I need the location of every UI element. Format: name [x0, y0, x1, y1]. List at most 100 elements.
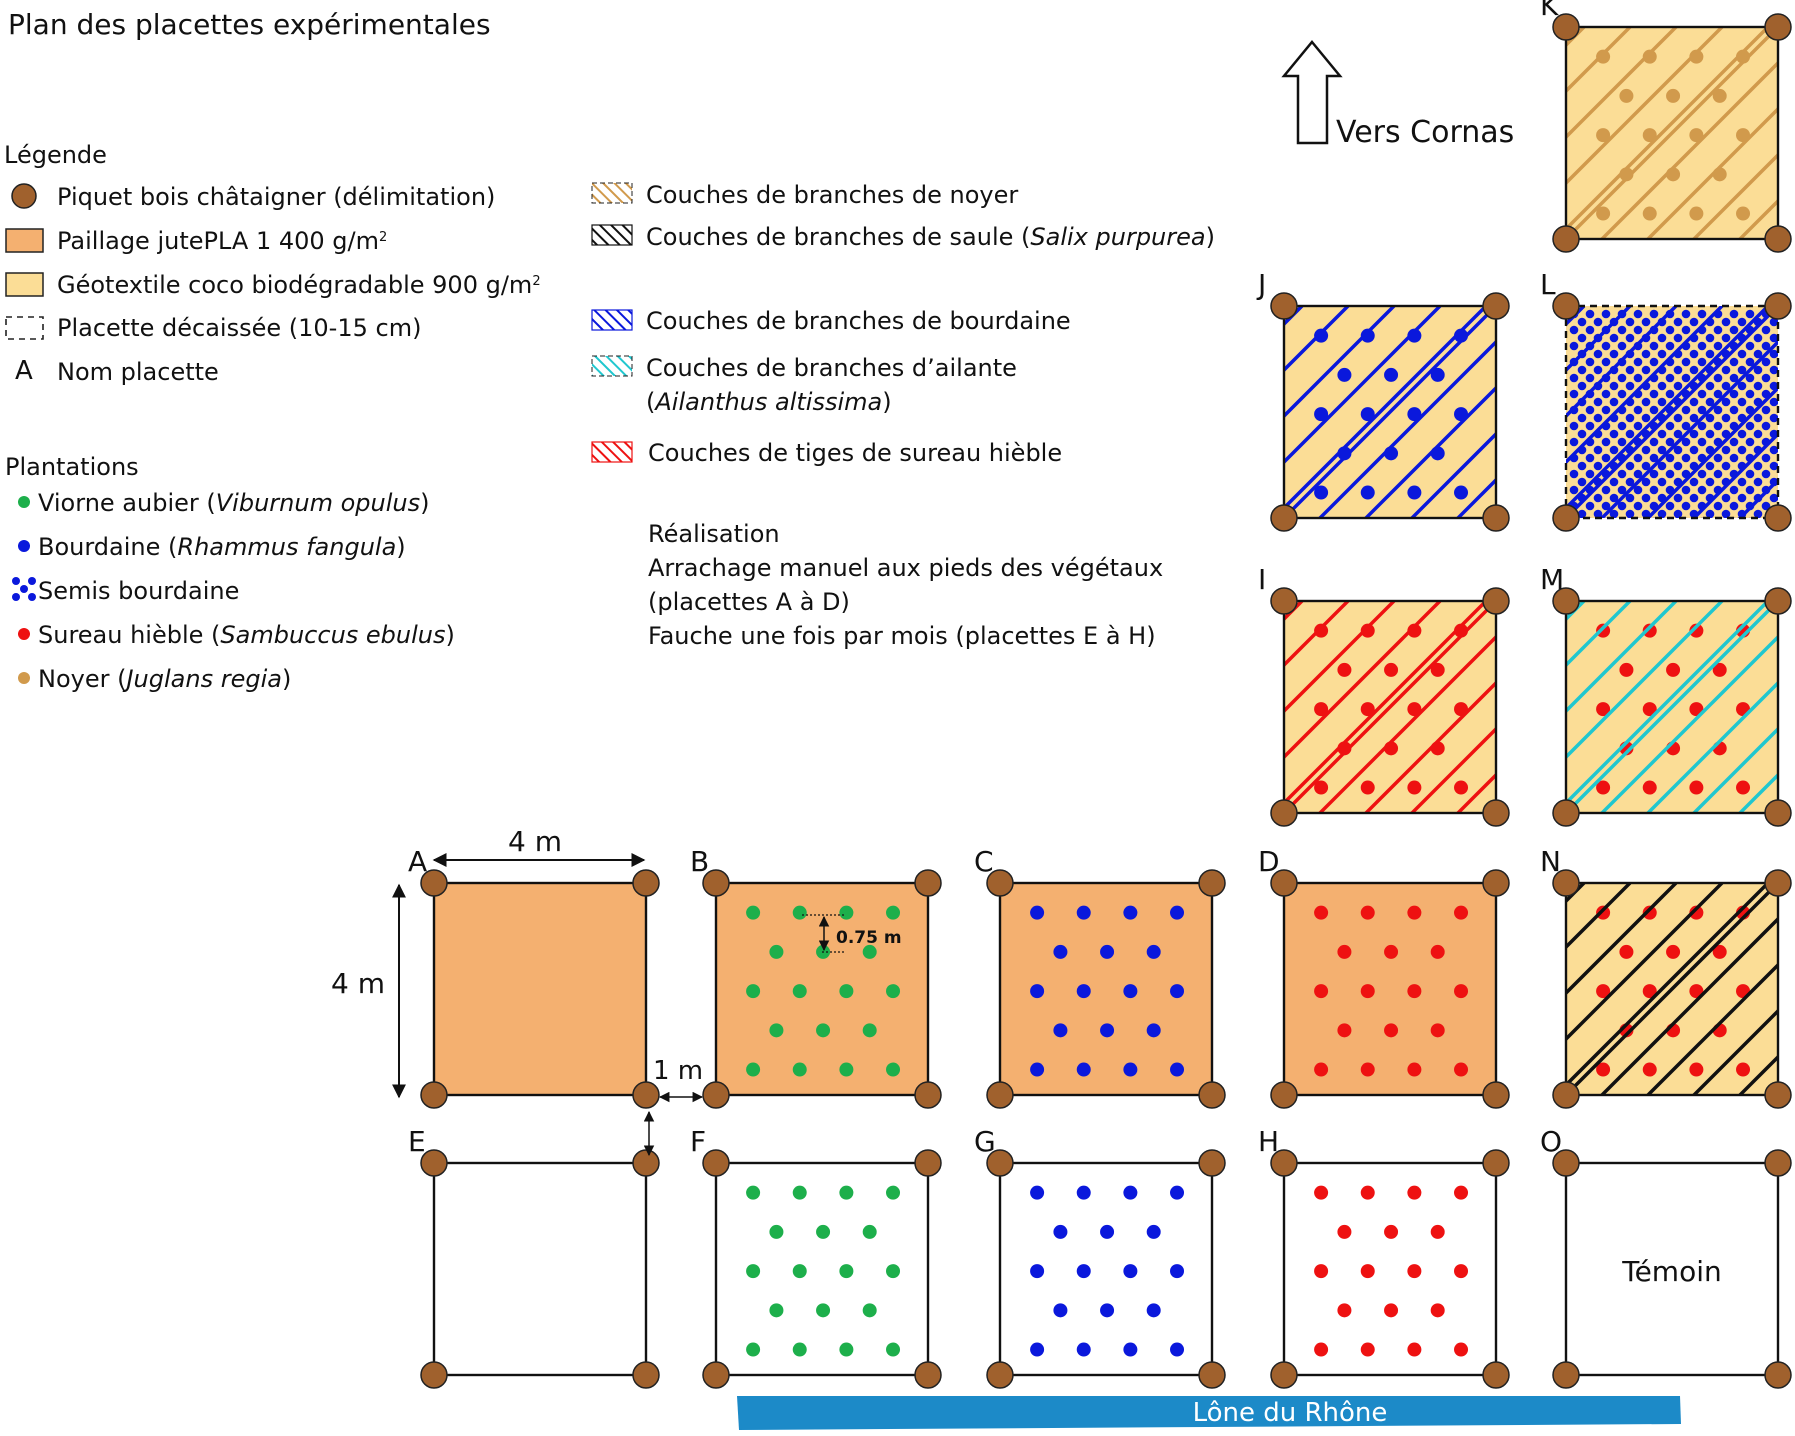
- seed-dot: [1641, 365, 1651, 375]
- plant-dot: [1384, 1303, 1399, 1318]
- plant-dot: [1053, 944, 1068, 959]
- seed-dot: [1633, 309, 1643, 319]
- seed-dot: [1681, 325, 1691, 335]
- ailanthus-hatch-icon: [591, 355, 633, 377]
- seed-dot: [1705, 397, 1715, 407]
- seed-dot: [1737, 397, 1747, 407]
- seed-dot: [1673, 317, 1683, 327]
- seed-dot: [1633, 373, 1643, 383]
- branch-line: [1566, 601, 1678, 714]
- corner-post: [1270, 1149, 1298, 1177]
- branch-ailante-latin: (Ailanthus altissima): [646, 388, 892, 416]
- plot-d: D: [1258, 845, 1510, 1109]
- corner-post: [1552, 869, 1580, 897]
- seed-dot: [1689, 445, 1699, 455]
- legend-item-post: Piquet bois châtaigner (délimitation): [57, 183, 495, 211]
- seed-dot: [1729, 453, 1739, 463]
- plant-dot: [1596, 780, 1611, 795]
- seed-dot: [1729, 389, 1739, 399]
- seed-dot: [1753, 333, 1763, 343]
- seed-dot: [1601, 437, 1611, 447]
- seed-dot: [1609, 493, 1619, 503]
- corner-post: [1552, 799, 1580, 827]
- corner-post: [986, 1081, 1014, 1109]
- dimension-annotations: 4 m 4 m 1 m 0.75 m: [331, 825, 902, 1157]
- plant-dot: [1030, 984, 1045, 999]
- plant-dot: [1736, 780, 1751, 795]
- seed-dot: [1657, 381, 1667, 391]
- north-arrow: Vers Cornas: [1281, 40, 1514, 150]
- plant-dot: [862, 1023, 877, 1038]
- seed-dot: [1625, 365, 1635, 375]
- seed-dot: [1593, 349, 1603, 359]
- seed-dot: [1609, 333, 1619, 343]
- plot-border: [432, 881, 648, 1097]
- plantation-semis: Semis bourdaine: [38, 577, 239, 605]
- seed-dot: [1673, 445, 1683, 455]
- plot-border: [1282, 304, 1498, 520]
- plant-dot: [1736, 1062, 1751, 1077]
- plant-dot: [1619, 88, 1634, 103]
- corner-post: [1552, 587, 1580, 615]
- plant-dot: [886, 1062, 901, 1077]
- plant-dot: [1314, 1185, 1329, 1200]
- green-dot-icon: [18, 496, 30, 508]
- seed-dot: [1761, 453, 1771, 463]
- plant-dot: [1407, 485, 1422, 500]
- seed-dot: [1761, 501, 1771, 511]
- plant-dot: [1642, 1062, 1657, 1077]
- plant-dot: [1454, 984, 1469, 999]
- plant-dot: [886, 1342, 901, 1357]
- elder-hatch-icon: [591, 441, 633, 463]
- corner-post: [1270, 504, 1298, 532]
- seed-dot: [1569, 341, 1579, 351]
- seed-dot: [1617, 437, 1627, 447]
- branch-line: [1599, 634, 1778, 813]
- seed-dot: [1761, 373, 1771, 383]
- plant-dot: [1666, 88, 1681, 103]
- seed-dot: [1721, 317, 1731, 327]
- seed-dot: [1681, 485, 1691, 495]
- seed-dot: [1737, 429, 1747, 439]
- plot-label: E: [408, 1125, 426, 1158]
- plant-dot: [1642, 905, 1657, 920]
- corner-post: [1552, 504, 1580, 532]
- seed-dot: [1569, 389, 1579, 399]
- plant-dot: [1076, 1185, 1091, 1200]
- plant-dot: [1030, 1342, 1045, 1357]
- corner-post: [1552, 1361, 1580, 1389]
- seed-dot: [1569, 421, 1579, 431]
- seed-dot: [1577, 461, 1587, 471]
- seed-dot: [1745, 469, 1755, 479]
- seed-dot: [1761, 357, 1771, 367]
- seed-dot: [1585, 405, 1595, 415]
- plant-dot: [1454, 1264, 1469, 1279]
- plant-dot: [1689, 206, 1704, 221]
- plant-dot: [1146, 1224, 1161, 1239]
- plant-dot: [1337, 1023, 1352, 1038]
- seed-dot: [1697, 421, 1707, 431]
- spacing-label: 0.75 m: [836, 928, 902, 948]
- seed-dot: [1700, 517, 1704, 518]
- seed-dot: [1649, 357, 1659, 367]
- seed-dot: [1633, 325, 1643, 335]
- seed-dot: [1681, 453, 1691, 463]
- coco-swatch-icon: [5, 272, 44, 297]
- plant-dot: [1314, 1342, 1329, 1357]
- plant-dot: [1314, 780, 1329, 795]
- seed-dot: [1713, 341, 1723, 351]
- seed-dot: [1641, 477, 1651, 487]
- corner-post: [1482, 1081, 1510, 1109]
- corner-post: [1552, 1149, 1580, 1177]
- plant-dot: [1712, 662, 1727, 677]
- seed-dot: [1593, 509, 1603, 518]
- river-label: Lône du Rhône: [1193, 1398, 1388, 1428]
- corner-post: [632, 1361, 660, 1389]
- seed-dot: [1681, 437, 1691, 447]
- plot-border: [714, 881, 930, 1097]
- plant-dot: [1360, 623, 1375, 638]
- seed-dot: [1625, 477, 1635, 487]
- plantations-heading: Plantations: [5, 453, 139, 481]
- seed-dot: [1753, 429, 1763, 439]
- seed-dot: [1569, 469, 1579, 479]
